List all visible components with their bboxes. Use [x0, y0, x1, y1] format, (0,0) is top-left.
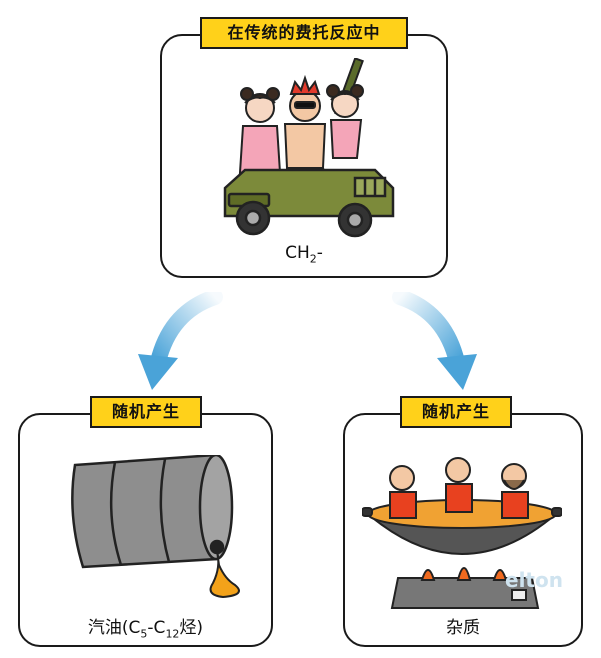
left-caption: 汽油(C5-C12烃) [18, 613, 273, 640]
formula-suffix: - [316, 243, 323, 263]
caption-mid: -C [147, 618, 166, 638]
wok-impurities-illustration [362, 457, 562, 609]
formula-base: CH [285, 243, 310, 263]
arrow-right [392, 292, 477, 390]
oil-barrel-illustration [71, 455, 240, 599]
right-caption: 杂质 [446, 618, 480, 638]
watermark: elton [505, 568, 563, 592]
arrow-left [138, 292, 223, 390]
formula-sub: 2 [309, 252, 317, 266]
caption-suffix: 烃) [179, 618, 204, 638]
right-title: 随机产生 [400, 396, 512, 428]
left-title: 随机产生 [90, 396, 202, 428]
top-title: 在传统的费托反应中 [200, 17, 408, 49]
jeep-crew-illustration [223, 58, 395, 238]
caption-sub2: 12 [165, 627, 180, 641]
caption-sub1: 5 [140, 627, 148, 641]
caption-prefix: 汽油(C [87, 618, 141, 638]
top-formula: CH2- [160, 243, 448, 265]
